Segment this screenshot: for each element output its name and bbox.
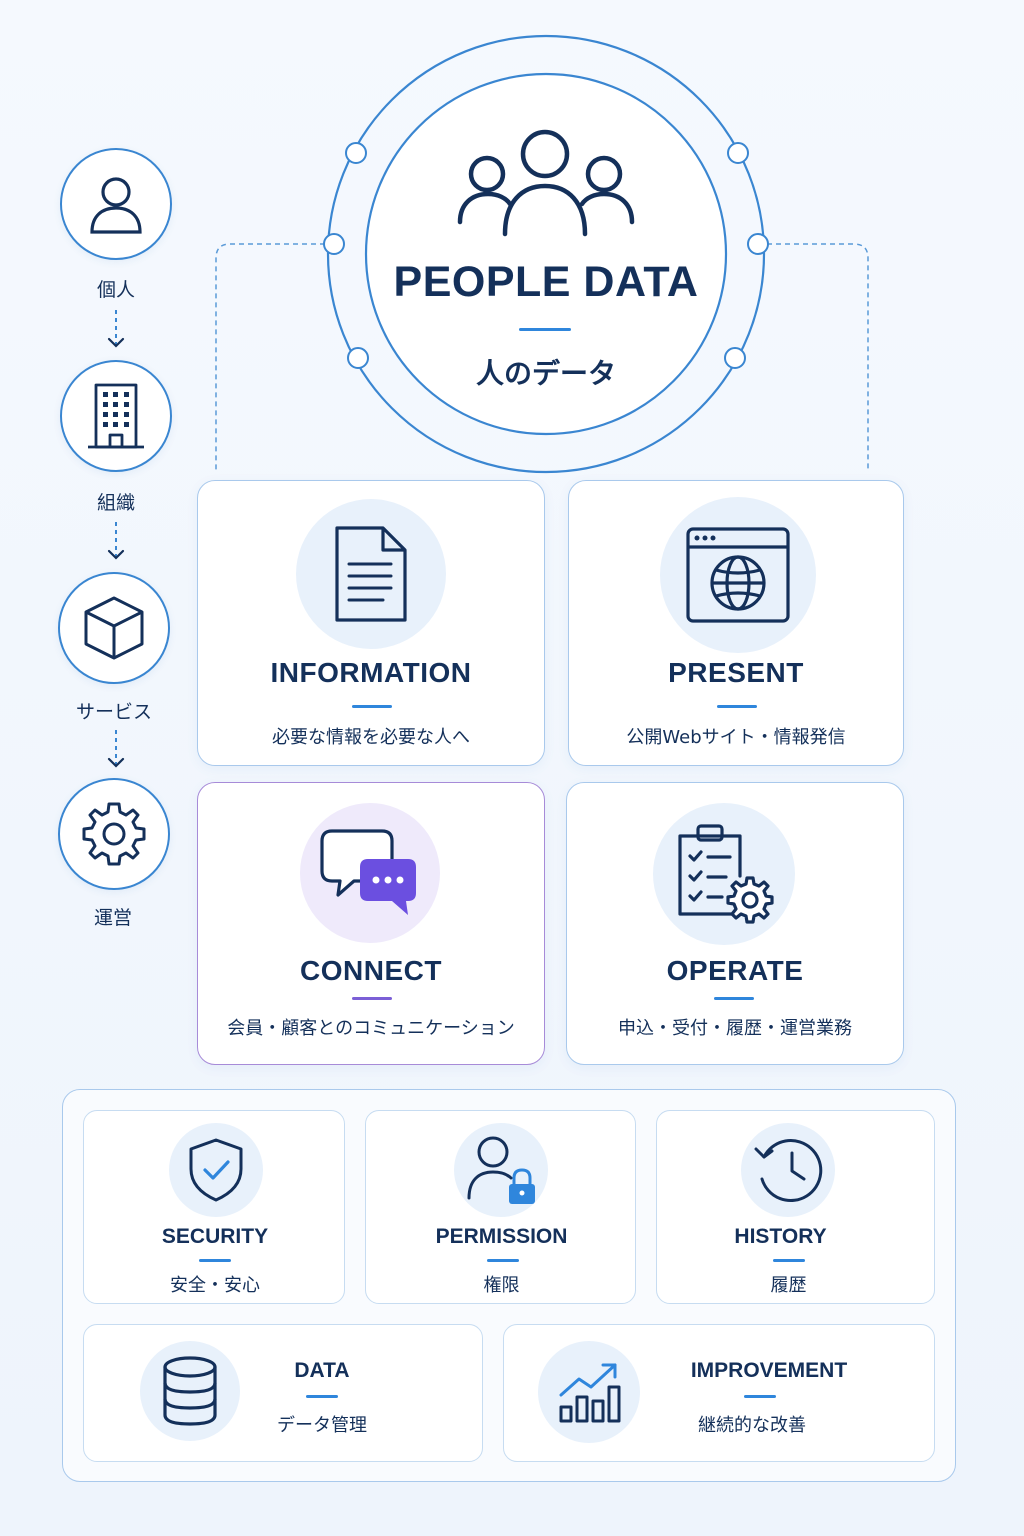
flow-label-individual: 個人 [96,279,135,301]
user-lock-icon [467,1136,535,1204]
feature-subtitle: データ管理 [277,1415,367,1436]
feature-accent-bar [306,1395,338,1398]
card-title: OPERATE [666,955,804,986]
flow-step-organization [60,360,172,472]
flow-arrow-icon [107,522,125,560]
card-accent-bar [714,997,754,1000]
flow-label-service: サービス [75,701,152,723]
feature-history: HISTORY 履歴 [656,1110,935,1304]
feature-accent-bar [199,1259,231,1262]
gear-icon [82,802,146,866]
card-operate: OPERATE 申込・受付・履歴・運営業務 [566,782,904,1065]
feature-permission: PERMISSION 権限 [365,1110,636,1304]
shield-check-icon [189,1138,243,1202]
flow-label-organization: 組織 [96,492,135,514]
feature-title: HISTORY [734,1225,827,1248]
card-title: INFORMATION [270,657,472,688]
feature-subtitle: 安全・安心 [170,1275,260,1296]
card-present: PRESENT 公開Webサイト・情報発信 [568,480,904,766]
history-clock-icon [754,1139,823,1202]
people-group-icon [457,129,635,237]
feature-subtitle: 履歴 [770,1275,807,1296]
feature-security: SECURITY 安全・安心 [83,1110,345,1304]
feature-title: PERMISSION [435,1225,568,1248]
flow-arrow-icon [107,730,125,768]
card-information: INFORMATION 必要な情報を必要な人へ [197,480,545,766]
card-subtitle: 申込・受付・履歴・運営業務 [618,1018,852,1039]
hero-subtitle: 人のデータ [475,357,616,390]
browser-globe-icon [686,527,790,623]
feature-accent-bar [773,1259,805,1262]
database-icon [163,1356,217,1426]
card-accent-bar [352,705,392,708]
clipboard-gear-icon [678,824,774,924]
feature-accent-bar [744,1395,776,1398]
flow-arrow-icon [107,310,125,348]
hero-title: PEOPLE DATA [393,258,699,306]
flow-label-operation: 運営 [93,907,132,929]
building-icon [88,383,144,449]
growth-chart-icon [559,1363,621,1423]
feature-title: DATA [294,1359,350,1382]
card-subtitle: 公開Webサイト・情報発信 [626,727,846,748]
feature-title: SECURITY [161,1225,269,1248]
card-subtitle: 必要な情報を必要な人へ [272,727,470,748]
cube-icon [84,596,144,660]
card-title: CONNECT [300,955,442,986]
card-title: PRESENT [668,657,804,688]
card-connect: CONNECT 会員・顧客とのコミュニケーション [197,782,545,1065]
card-subtitle: 会員・顧客とのコミュニケーション [227,1018,515,1039]
feature-improvement: IMPROVEMENT 継続的な改善 [503,1324,935,1462]
document-icon [335,526,407,622]
person-icon [90,177,142,234]
feature-data: DATA データ管理 [83,1324,483,1462]
feature-accent-bar [487,1259,519,1262]
feature-subtitle: 権限 [483,1275,520,1296]
flow-step-operation [58,778,170,890]
flow-step-individual [60,148,172,260]
card-accent-bar [352,997,392,1000]
feature-subtitle: 継続的な改善 [698,1415,806,1436]
chat-bubbles-icon [320,829,416,915]
flow-step-service [58,572,170,684]
card-accent-bar [717,705,757,708]
hero-accent-bar [519,328,571,331]
feature-title: IMPROVEMENT [690,1359,848,1382]
